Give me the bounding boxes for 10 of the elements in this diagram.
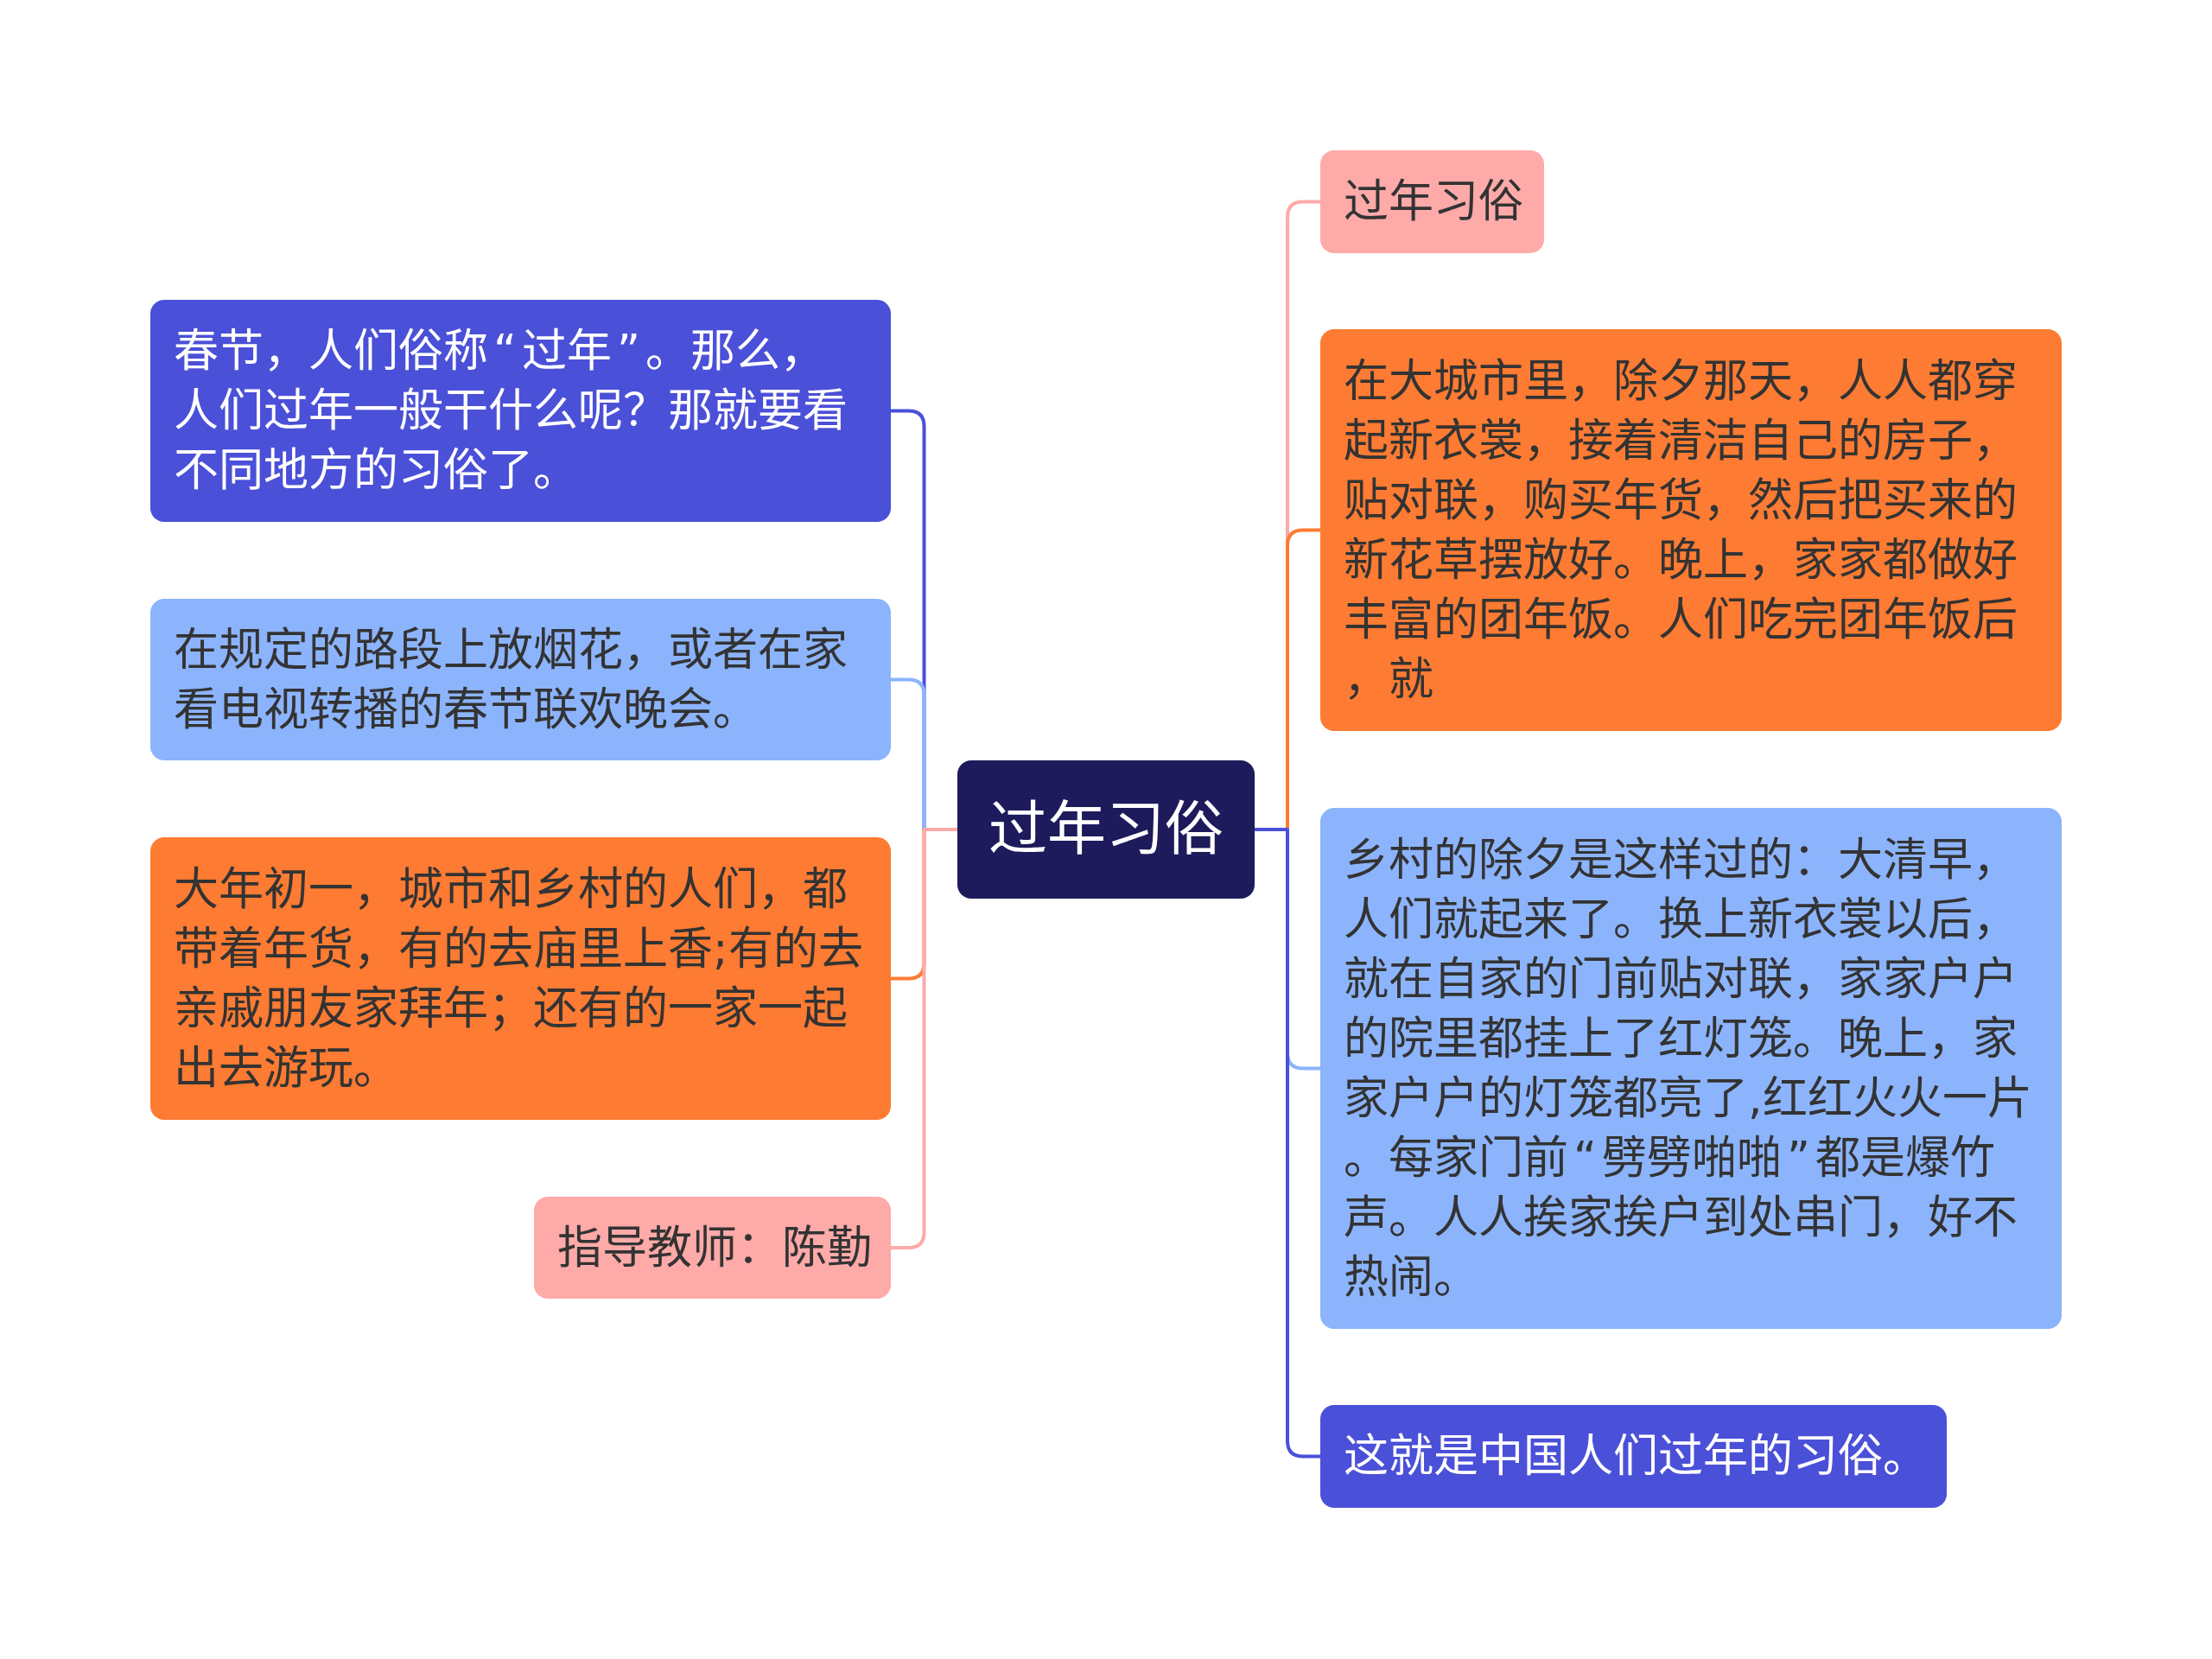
topic-box: 指导教师：陈勤 bbox=[534, 1197, 891, 1299]
topic-box: 这就是中国人们过年的习俗。 bbox=[1320, 1405, 1947, 1508]
topic-box: 乡村的除夕是这样过的：大清早，人们就起来了。换上新衣裳以后，就在自家的门前贴对联，家家户户的院里都挂上了红灯笼。晚上，家家户户的灯笼都亮了,红红火火一片。每家门前“劈劈啪啪”都是爆竹声。人人挨家挨户到处串门，好不热闹。 bbox=[1320, 808, 2062, 1329]
topic-box: 春节，人们俗称“过年”。那么，人们过年一般干什么呢？那就要看不同地方的习俗了。 bbox=[150, 300, 891, 522]
topic-box: 在大城市里，除夕那天，人人都穿起新衣裳，接着清洁自己的房子，贴对联，购买年货，然后把买来的新花草摆放好。晚上，家家都做好丰富的团年饭。人们吃完团年饭后，就 bbox=[1320, 329, 2062, 731]
topic-box: 大年初一，城市和乡村的人们，都带着年货，有的去庙里上香;有的去亲戚朋友家拜年；还有的一家一起出去游玩。 bbox=[150, 837, 891, 1120]
main-topic-box: 过年习俗 bbox=[957, 760, 1255, 899]
connector-line bbox=[891, 828, 957, 1249]
topic-box: 在规定的路段上放烟花，或者在家看电视转播的春节联欢晚会。 bbox=[150, 599, 891, 760]
topic-box: 过年习俗 bbox=[1320, 150, 1544, 253]
